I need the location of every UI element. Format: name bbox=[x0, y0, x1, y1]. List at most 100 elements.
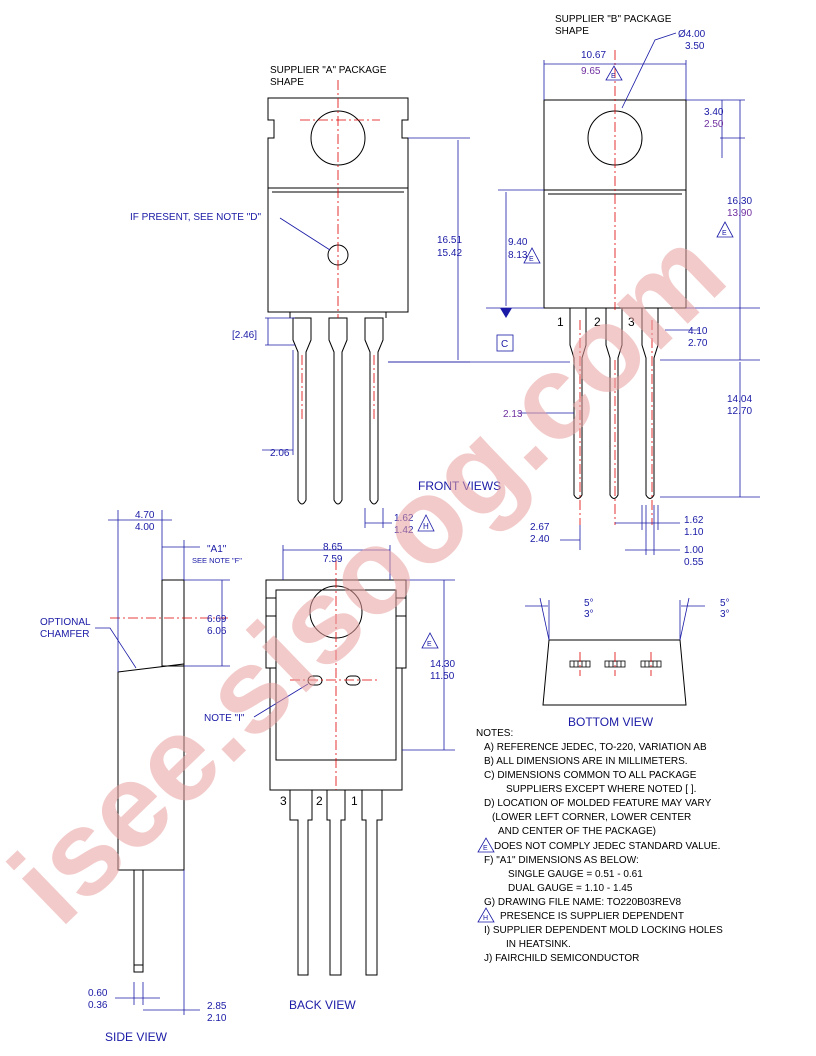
front-views-label: FRONT VIEWS bbox=[418, 479, 501, 493]
deg-3-left: 3° bbox=[584, 609, 594, 620]
note-d-2: (LOWER LEFT CORNER, LOWER CENTER bbox=[492, 812, 691, 823]
note-e: DOES NOT COMPLY JEDEC STANDARD VALUE. bbox=[494, 841, 720, 852]
flag-e-left bbox=[523, 247, 541, 264]
dim-16-30: 16.30 bbox=[727, 196, 752, 207]
note-i-label: NOTE "I" bbox=[204, 713, 245, 724]
pin-1-back: 1 bbox=[351, 794, 358, 808]
svg-text:E: E bbox=[529, 256, 534, 263]
bottom-view: 5° 3° 5° 3° BOTTOM VIEW bbox=[525, 597, 730, 729]
pin-2-front: 2 bbox=[594, 315, 601, 329]
flag-h-front bbox=[417, 514, 435, 532]
deg-3-right: 3° bbox=[720, 609, 730, 620]
flag-e-note bbox=[477, 837, 495, 853]
supplier-b-label-2: SHAPE bbox=[555, 26, 589, 37]
note-c: C) DIMENSIONS COMMON TO ALL PACKAGE bbox=[484, 770, 697, 781]
dim-14-30: 14.30 bbox=[430, 659, 455, 670]
dim-3-40: 3.40 bbox=[704, 107, 724, 118]
dim-14-04: 14.04 bbox=[727, 394, 752, 405]
leads-back bbox=[289, 790, 383, 976]
note-d-3: AND CENTER OF THE PACKAGE) bbox=[498, 826, 656, 837]
dim-13-90: 13.90 bbox=[727, 208, 752, 219]
notes-title: NOTES: bbox=[476, 728, 513, 739]
pin-2-back: 2 bbox=[316, 794, 323, 808]
dim-dia-4-00: Ø4.00 bbox=[678, 29, 706, 40]
side-view: 4.70 4.00 "A1" SEE NOTE "F" 6.69 6.06 OP… bbox=[40, 510, 242, 1044]
pin-1-front: 1 bbox=[557, 315, 564, 329]
dim-9-65: 9.65 bbox=[581, 66, 601, 77]
svg-text:E: E bbox=[427, 641, 432, 648]
svg-text:E: E bbox=[483, 845, 488, 852]
notes-block: NOTES: A) REFERENCE JEDEC, TO-220, VARIA… bbox=[476, 728, 723, 964]
a1-label: "A1" bbox=[207, 544, 227, 555]
dim-2-50: 2.50 bbox=[704, 119, 724, 130]
dim-2-40: 2.40 bbox=[530, 534, 550, 545]
svg-text:E: E bbox=[722, 230, 727, 237]
dim-0-60: 0.60 bbox=[88, 988, 108, 999]
leads-a bbox=[289, 312, 387, 505]
svg-text:E: E bbox=[611, 73, 616, 80]
note-i-2: IN HEATSINK. bbox=[506, 939, 571, 950]
dim-15-42: 15.42 bbox=[437, 248, 462, 259]
dim-10-67: 10.67 bbox=[581, 50, 606, 61]
note-f-dual: DUAL GAUGE = 1.10 - 1.45 bbox=[508, 883, 633, 894]
dim-3-50: 3.50 bbox=[685, 41, 705, 52]
locking-hole-right bbox=[345, 675, 361, 686]
supplier-a-label-1: SUPPLIER "A" PACKAGE bbox=[270, 65, 387, 76]
see-note-f: SEE NOTE "F" bbox=[192, 556, 242, 565]
pin-3-back: 3 bbox=[280, 794, 287, 808]
locking-hole-left bbox=[307, 675, 323, 686]
dim-2-10: 2.10 bbox=[207, 1013, 227, 1024]
dim-7-59: 7.59 bbox=[323, 554, 343, 565]
dim-2-46: [2.46] bbox=[232, 330, 257, 341]
flag-e-top bbox=[605, 65, 623, 81]
flag-e-right bbox=[716, 221, 734, 238]
back-view: 3 2 1 8.65 7.59 E 14.30 11.50 NOTE "I" B… bbox=[204, 542, 455, 1012]
note-f-single: SINGLE GAUGE = 0.51 - 0.61 bbox=[508, 869, 643, 880]
dim-12-70: 12.70 bbox=[727, 406, 752, 417]
dim-1-42: 1.42 bbox=[394, 525, 414, 536]
dim-4-00: 4.00 bbox=[135, 522, 155, 533]
supplier-b-label-1: SUPPLIER "B" PACKAGE bbox=[555, 14, 672, 25]
note-j: J) FAIRCHILD SEMICONDUCTOR bbox=[484, 953, 639, 964]
mounting-hole-b bbox=[587, 110, 643, 166]
svg-text:H: H bbox=[423, 522, 429, 531]
note-d: D) LOCATION OF MOLDED FEATURE MAY VARY bbox=[484, 798, 712, 809]
side-view-label: SIDE VIEW bbox=[105, 1030, 168, 1044]
svg-text:H: H bbox=[483, 915, 488, 922]
dim-4-10: 4.10 bbox=[688, 326, 708, 337]
supplier-a-label-2: SHAPE bbox=[270, 77, 304, 88]
note-h: PRESENCE IS SUPPLIER DEPENDENT bbox=[500, 911, 684, 922]
dim-8-13: 8.13 bbox=[508, 250, 528, 261]
if-present-label: IF PRESENT, SEE NOTE "D" bbox=[130, 212, 261, 223]
dim-0-36: 0.36 bbox=[88, 1000, 108, 1011]
bottom-view-label: BOTTOM VIEW bbox=[568, 715, 654, 729]
pin-3-front: 3 bbox=[628, 315, 635, 329]
flag-e-back bbox=[421, 632, 439, 649]
tab-outline-a bbox=[267, 97, 409, 313]
back-view-label: BACK VIEW bbox=[289, 998, 356, 1012]
note-b: B) ALL DIMENSIONS ARE IN MILLIMETERS. bbox=[484, 756, 688, 767]
datum-c-box bbox=[496, 334, 514, 352]
dim-2-67: 2.67 bbox=[530, 522, 550, 533]
dim-6-69: 6.69 bbox=[207, 614, 227, 625]
dim-8-65: 8.65 bbox=[323, 542, 343, 553]
dim-1-10: 1.10 bbox=[684, 527, 704, 538]
note-g: G) DRAWING FILE NAME: TO220B03REV8 bbox=[484, 897, 682, 908]
note-c-2: SUPPLIERS EXCEPT WHERE NOTED [ ]. bbox=[506, 784, 696, 795]
dim-9-40: 9.40 bbox=[508, 237, 528, 248]
note-i: I) SUPPLIER DEPENDENT MOLD LOCKING HOLES bbox=[484, 925, 723, 936]
dim-11-50: 11.50 bbox=[430, 671, 455, 682]
note-a: A) REFERENCE JEDEC, TO-220, VARIATION AB bbox=[484, 742, 707, 753]
dim-0-55: 0.55 bbox=[684, 557, 704, 568]
dim-1-62-a: 1.62 bbox=[394, 513, 414, 524]
optional-chamfer-1: OPTIONAL bbox=[40, 617, 91, 628]
datum-c: C bbox=[501, 339, 508, 350]
dim-16-51: 16.51 bbox=[437, 235, 462, 246]
deg-5-left: 5° bbox=[584, 598, 594, 609]
optional-chamfer-2: CHAMFER bbox=[40, 629, 89, 640]
deg-5-right: 5° bbox=[720, 598, 730, 609]
dim-2-70: 2.70 bbox=[688, 338, 708, 349]
dim-2-85: 2.85 bbox=[207, 1001, 227, 1012]
dim-2-13: 2.13 bbox=[503, 409, 523, 420]
